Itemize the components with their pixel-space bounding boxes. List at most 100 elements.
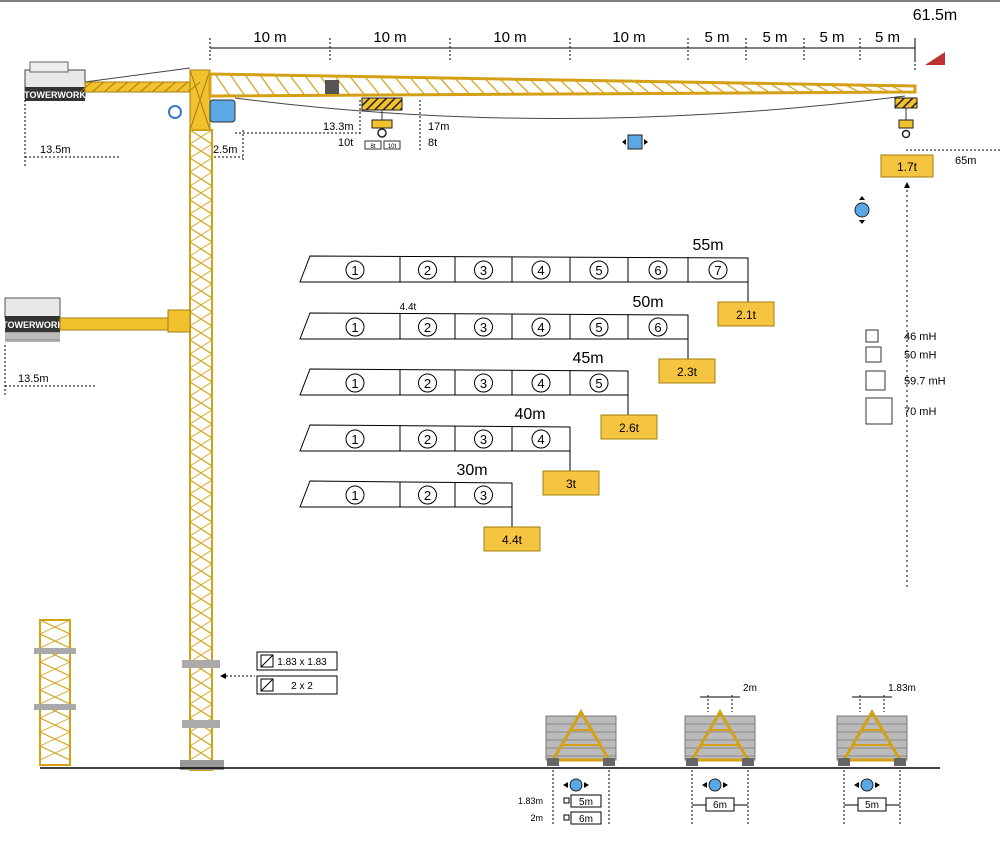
jib-lattice-member bbox=[604, 80, 621, 95]
tower-mast bbox=[180, 129, 224, 771]
jib-lattice-member bbox=[829, 84, 846, 94]
base-dim-box bbox=[705, 797, 735, 812]
section-number: 4 bbox=[537, 432, 544, 447]
counter-jib-lattice bbox=[139, 81, 153, 93]
section-number-circle bbox=[474, 317, 493, 337]
section-number: 5 bbox=[595, 376, 602, 391]
jib-lattice-member bbox=[769, 83, 786, 94]
section-number-circle bbox=[345, 373, 365, 393]
standalone-mast bbox=[34, 619, 76, 766]
section-number-circle bbox=[345, 260, 365, 280]
section-number-circle bbox=[345, 485, 365, 505]
section-number: 4 bbox=[537, 263, 544, 278]
section-number: 5 bbox=[595, 320, 602, 335]
section-number-circle bbox=[589, 373, 609, 393]
slewing-icon bbox=[168, 105, 182, 119]
jib-lattice-member bbox=[334, 75, 351, 96]
section-number-circle bbox=[589, 317, 609, 337]
base-frame bbox=[550, 709, 612, 762]
cabin-unit bbox=[29, 61, 69, 73]
height-label: 46 mH bbox=[904, 331, 936, 343]
standalone-lattice-member bbox=[39, 661, 71, 677]
section-number: 3 bbox=[480, 263, 487, 278]
jib-lattice-member bbox=[424, 77, 441, 96]
mast-lattice-member bbox=[189, 241, 213, 257]
mast-lattice-member bbox=[189, 381, 213, 397]
mast-lattice-member bbox=[189, 731, 213, 747]
section-number: 1 bbox=[351, 320, 358, 335]
section-number-circle bbox=[418, 485, 437, 505]
jib-lattice-member bbox=[649, 81, 666, 94]
jib-lattice-member bbox=[364, 76, 381, 96]
section-number: 3 bbox=[480, 376, 487, 391]
lower-jib-length: 13.5m bbox=[18, 373, 49, 385]
height-square-icon bbox=[865, 329, 879, 343]
jib-lattice-member bbox=[529, 79, 546, 95]
mast-lattice-member bbox=[189, 423, 213, 439]
jib-lattice-member bbox=[304, 75, 321, 96]
mast-lattice-member bbox=[189, 605, 213, 621]
tip-load-box bbox=[717, 301, 775, 327]
tip-load-value: 2.3t bbox=[677, 365, 698, 379]
jib-lattice-member bbox=[589, 80, 606, 95]
mast-lattice-member bbox=[189, 591, 213, 607]
mast-lattice-member bbox=[189, 199, 213, 215]
mast-lattice-member bbox=[189, 703, 213, 719]
pivot-offset: 2.5m bbox=[213, 144, 237, 156]
base-pad bbox=[894, 758, 906, 766]
jib-length-label: 40m bbox=[514, 406, 545, 423]
section-number-circle bbox=[648, 317, 668, 337]
mast-lattice-member bbox=[189, 297, 213, 313]
jib-lattice-member bbox=[874, 84, 891, 93]
jib-lattice-member bbox=[244, 74, 261, 97]
jib-lattice-member bbox=[379, 76, 396, 96]
jib-lattice-member bbox=[709, 82, 726, 94]
standalone-lattice-member bbox=[39, 745, 71, 761]
jib-lattice-member bbox=[814, 83, 831, 94]
section-number: 2 bbox=[424, 263, 431, 278]
section-number: 1 bbox=[351, 263, 358, 278]
jib-lattice-member bbox=[499, 78, 516, 95]
counter-jib-lattice bbox=[151, 81, 165, 93]
section-number: 1 bbox=[351, 488, 358, 503]
standalone-lattice-member bbox=[39, 633, 71, 649]
rail-travel-icon bbox=[569, 778, 583, 792]
tip-hook-icon bbox=[901, 129, 911, 139]
height-label: 50 mH bbox=[904, 350, 936, 362]
jib-lattice-member bbox=[739, 82, 756, 94]
base-pad bbox=[547, 758, 559, 766]
jib-length-label: 55m bbox=[692, 237, 723, 254]
tip-trolley bbox=[894, 97, 918, 109]
jib-segment-label: 10 m bbox=[253, 29, 286, 46]
section-number: 6 bbox=[654, 320, 661, 335]
mast-lattice-member bbox=[189, 549, 213, 565]
hook-icon bbox=[377, 128, 387, 138]
jib-lattice-member bbox=[229, 73, 246, 97]
tip-load-box bbox=[600, 414, 658, 440]
mast-lattice-member bbox=[189, 437, 213, 453]
height-square-icon bbox=[865, 370, 886, 391]
reeving-label-1: 8t bbox=[370, 144, 375, 150]
jib-lattice-member bbox=[349, 76, 366, 96]
row-note: 4.4t bbox=[400, 302, 417, 313]
section-number: 1 bbox=[351, 376, 358, 391]
trolley-radius-2: 17m bbox=[428, 121, 449, 133]
jib-lattice-member bbox=[724, 82, 741, 94]
jib-lattice-member bbox=[484, 78, 501, 95]
base-dim-box bbox=[857, 797, 887, 812]
tip-load-box bbox=[542, 470, 600, 496]
trolley-radius-2-capacity: 8t bbox=[428, 137, 437, 149]
jib-lattice-member bbox=[574, 79, 591, 95]
jib-lattice-member bbox=[634, 80, 651, 95]
mast-lattice-member bbox=[189, 171, 213, 187]
standalone-lattice-member bbox=[39, 689, 71, 705]
mast-lattice-member bbox=[189, 227, 213, 243]
section-number-circle bbox=[648, 260, 668, 280]
